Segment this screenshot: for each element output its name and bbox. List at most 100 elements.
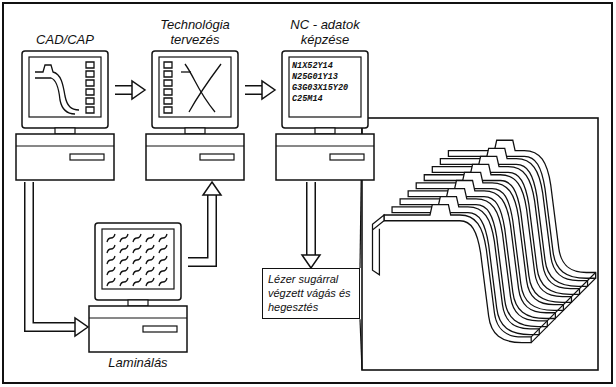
screen-content bbox=[164, 62, 221, 113]
lamina-icon bbox=[146, 256, 154, 264]
lamina-icon bbox=[146, 267, 154, 275]
nc-code-line: N25G01Y13 bbox=[292, 72, 348, 83]
computer-base bbox=[89, 306, 187, 352]
arrow-shaft bbox=[306, 182, 316, 255]
lamina-icon bbox=[146, 278, 154, 286]
flow-arrow bbox=[188, 182, 221, 262]
lamina-icon bbox=[146, 234, 154, 242]
lamina-icon bbox=[159, 267, 167, 275]
station-label: Technológia tervezés bbox=[145, 18, 245, 50]
part-profile bbox=[189, 64, 221, 112]
arrow-head bbox=[203, 182, 221, 195]
computer-base bbox=[146, 134, 244, 180]
part-profile bbox=[181, 71, 191, 72]
lamina-icon bbox=[107, 278, 115, 286]
station-label: CAD/CAP bbox=[15, 33, 115, 50]
arrow-shaft bbox=[245, 85, 262, 95]
lamina-icon bbox=[107, 245, 115, 253]
stack-edge bbox=[531, 273, 595, 343]
station-label: Laminálás bbox=[88, 354, 188, 370]
menu-icon bbox=[86, 98, 94, 104]
lamina-icon bbox=[107, 234, 115, 242]
monitor-stand bbox=[315, 128, 335, 134]
screen bbox=[29, 57, 101, 117]
lamina-icon bbox=[159, 278, 167, 286]
computer-symbol bbox=[15, 50, 115, 182]
disk-slot bbox=[330, 154, 364, 160]
computer-station: CAD/CAP bbox=[15, 33, 115, 182]
monitor bbox=[95, 223, 181, 300]
lamina-icon bbox=[146, 245, 154, 253]
arrow-shaft-inner bbox=[115, 87, 132, 94]
nc-code-line: N1X52Y14 bbox=[292, 61, 348, 72]
flow-arrow bbox=[115, 81, 145, 99]
part-profile bbox=[185, 64, 215, 112]
lamina-icon bbox=[120, 278, 128, 286]
monitor bbox=[152, 51, 238, 128]
disk-slot bbox=[70, 154, 104, 160]
menu-icon bbox=[164, 62, 172, 68]
laminated-part bbox=[373, 140, 596, 342]
process-box: Lézer sugárral végzett vágás és hegeszté… bbox=[262, 268, 360, 319]
computer-base bbox=[16, 134, 114, 180]
menu-icon bbox=[164, 80, 172, 86]
lamina-sheet bbox=[384, 205, 531, 343]
disk-slot bbox=[200, 154, 234, 160]
lamina-icon bbox=[133, 278, 141, 286]
arrow-head bbox=[262, 81, 275, 99]
detail-frame bbox=[362, 118, 598, 370]
nc-code-line: G3G03X15Y20 bbox=[292, 83, 348, 94]
base-line bbox=[146, 146, 244, 147]
arrow-shaft bbox=[188, 195, 212, 262]
arrow-head bbox=[302, 255, 320, 268]
lamina-icon bbox=[120, 234, 128, 242]
base-line bbox=[89, 318, 187, 319]
screen-content bbox=[107, 234, 167, 286]
flow-arrow bbox=[245, 81, 275, 99]
monitor-stand bbox=[55, 128, 75, 134]
lamina-icon bbox=[133, 267, 141, 275]
arrow-head bbox=[132, 81, 145, 99]
menu-icon bbox=[164, 89, 172, 95]
computer-symbol bbox=[145, 50, 245, 182]
base-line bbox=[16, 146, 114, 147]
outer-border bbox=[3, 3, 612, 383]
computer-base bbox=[276, 134, 374, 180]
arrow-shaft-inner bbox=[188, 195, 212, 262]
computer-station: NC - adatok képzéseN1X52Y14N25G01Y13G3G0… bbox=[275, 18, 375, 182]
arrow-shaft-inner bbox=[29, 182, 75, 327]
lamina-icon bbox=[133, 234, 141, 242]
menu-icon bbox=[164, 98, 172, 104]
lamina-icon bbox=[159, 256, 167, 264]
lamina-icon bbox=[107, 256, 115, 264]
screen bbox=[289, 57, 361, 117]
part-profile bbox=[35, 65, 79, 110]
arrow-shaft-inner bbox=[308, 182, 315, 255]
lamina-icon bbox=[133, 245, 141, 253]
menu-icon bbox=[164, 71, 172, 77]
menu-icon bbox=[86, 62, 94, 68]
monitor bbox=[22, 51, 108, 128]
menu-icon bbox=[86, 89, 94, 95]
computer-station: Laminálás bbox=[88, 222, 188, 370]
monitor-stand bbox=[185, 128, 205, 134]
lamina-icon bbox=[133, 256, 141, 264]
lamina-icon bbox=[107, 267, 115, 275]
monitor-stand bbox=[128, 300, 148, 306]
base-line bbox=[276, 146, 374, 147]
part-base bbox=[373, 215, 385, 275]
menu-icon bbox=[86, 107, 94, 113]
arrow-shaft bbox=[29, 182, 75, 327]
menu-icon bbox=[86, 80, 94, 86]
lamina-icon bbox=[120, 245, 128, 253]
monitor bbox=[282, 51, 368, 128]
part-profile bbox=[35, 78, 75, 114]
lamina-icon bbox=[120, 256, 128, 264]
computer-symbol bbox=[88, 222, 188, 354]
flow-arrow bbox=[29, 182, 88, 336]
station-label: NC - adatok képzése bbox=[275, 18, 375, 50]
lamina-icon bbox=[159, 245, 167, 253]
arrow-shaft bbox=[115, 85, 132, 95]
arrow-head bbox=[75, 318, 88, 336]
menu-icon bbox=[164, 107, 172, 113]
